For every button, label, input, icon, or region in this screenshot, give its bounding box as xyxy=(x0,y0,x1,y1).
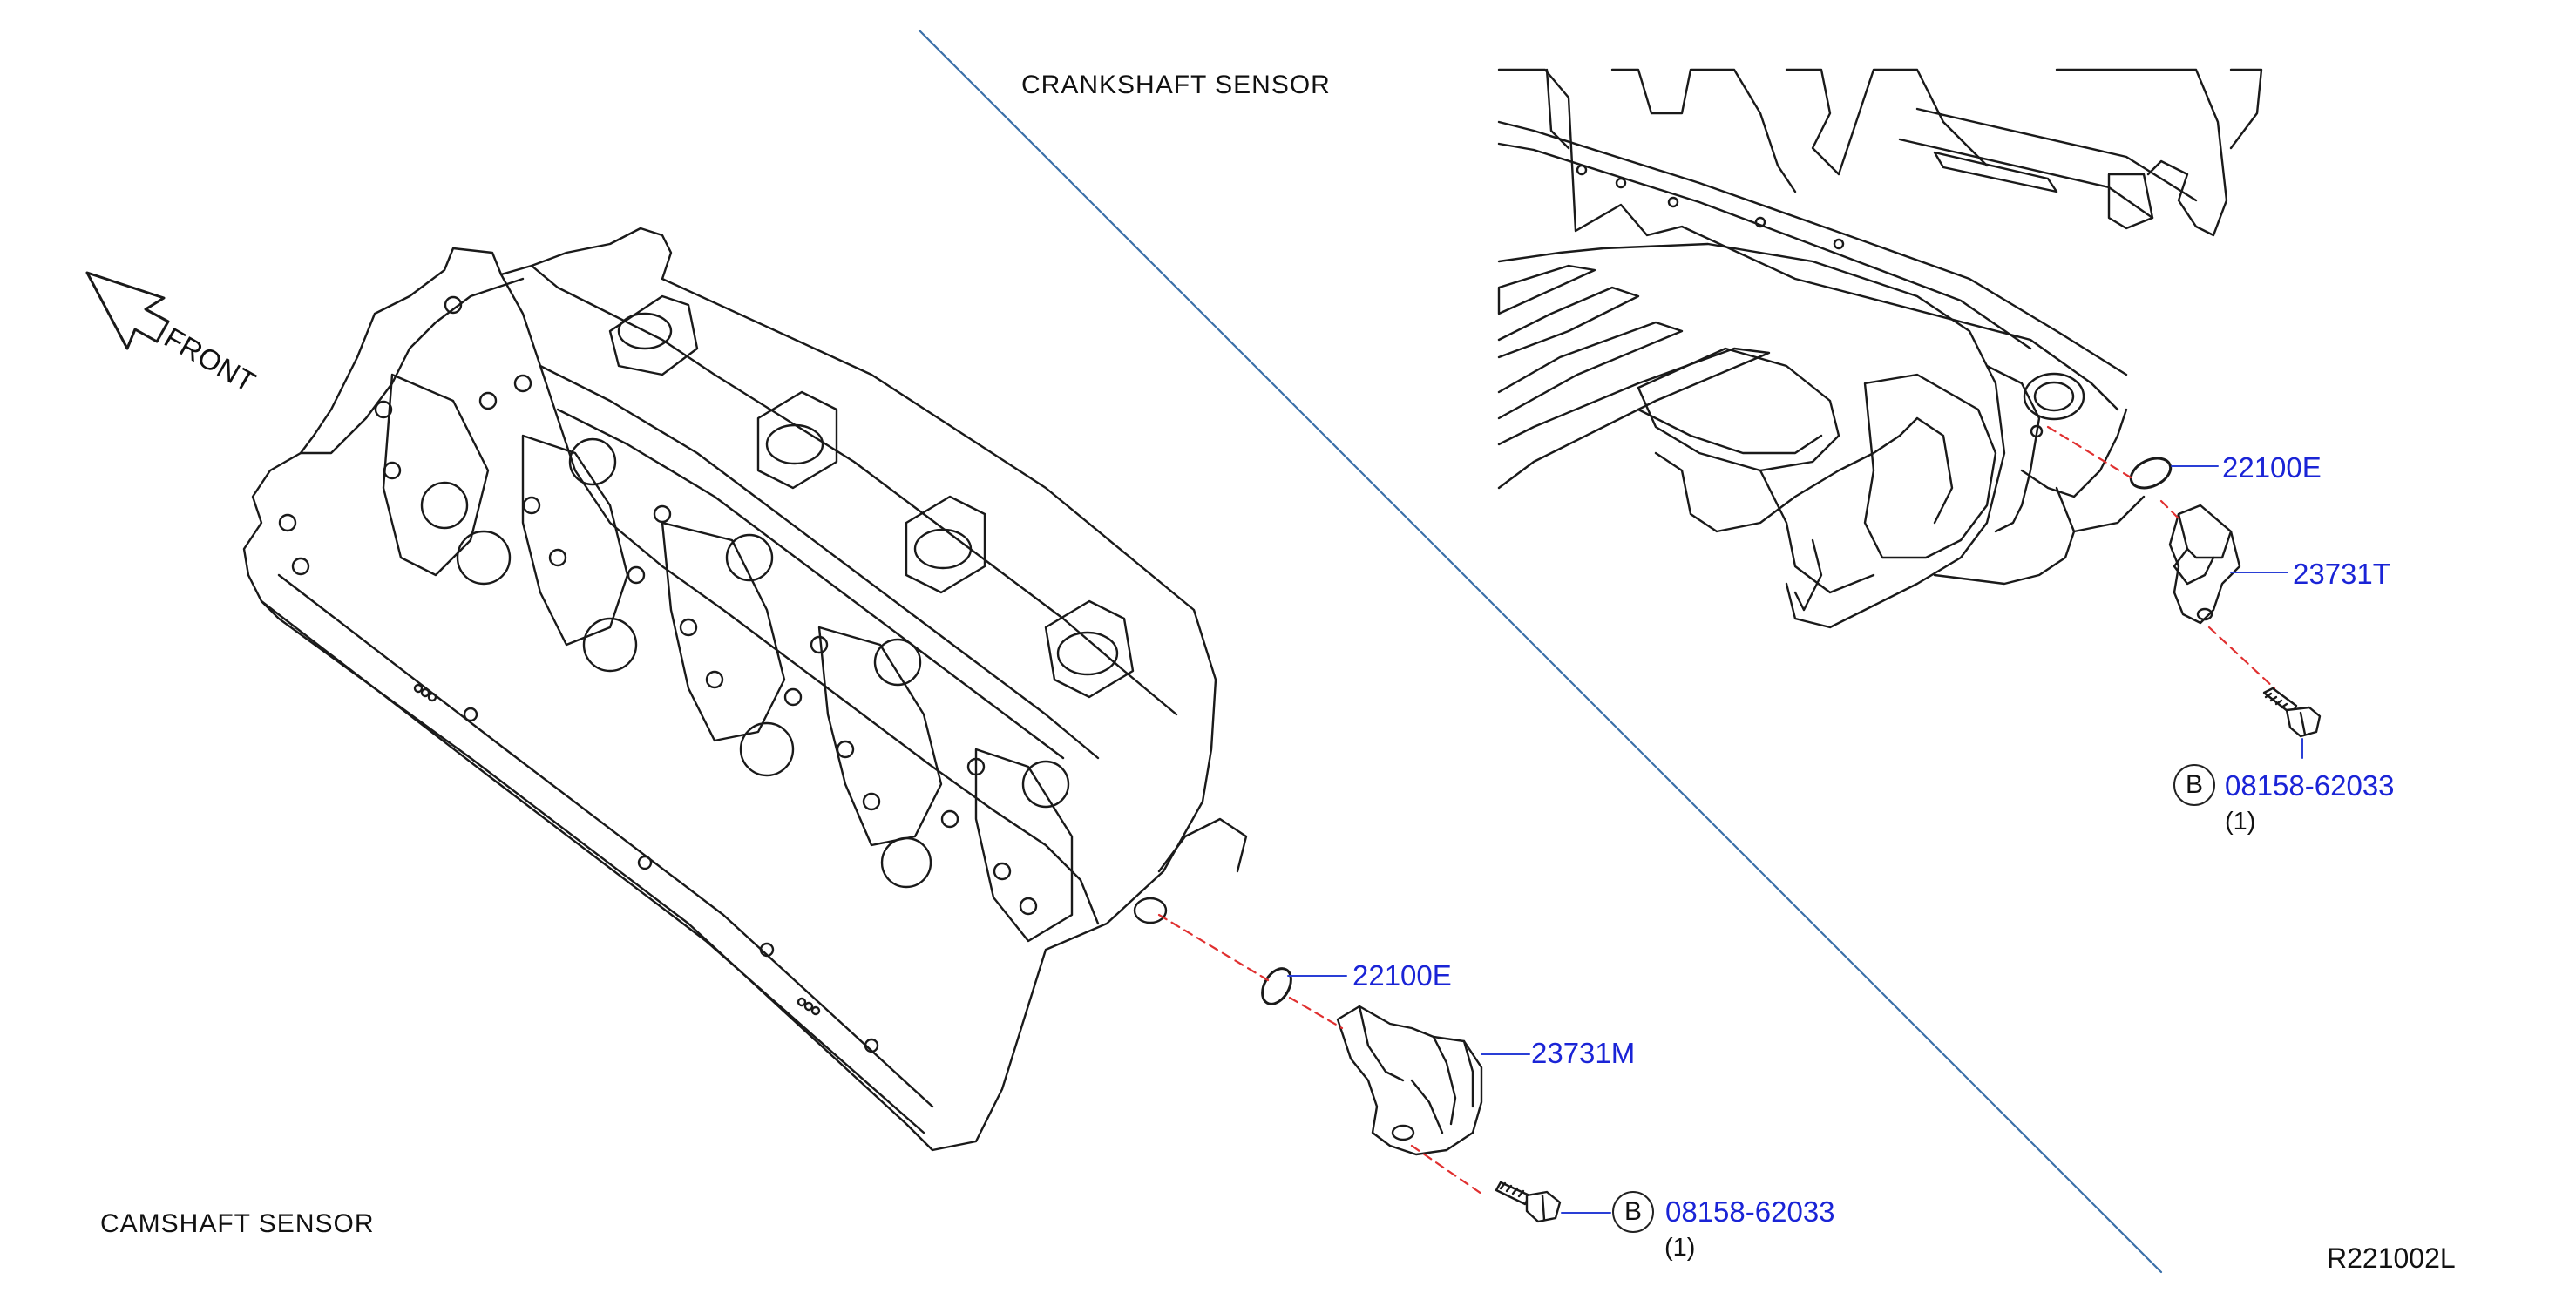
cam-bolt-qty: (1) xyxy=(1664,1234,1696,1262)
cam-sensor-part-link[interactable]: 23731M xyxy=(1531,1037,1636,1069)
crank-bolt-part-link[interactable]: 08158-62033 xyxy=(2225,769,2395,802)
camshaft-section-title: CAMSHAFT SENSOR xyxy=(100,1209,375,1238)
crank-oring-part-link[interactable]: 22100E xyxy=(2222,451,2322,484)
cam-oring-part-link[interactable]: 22100E xyxy=(1352,959,1452,992)
cam-bolt-callout-badge[interactable]: B xyxy=(1612,1191,1654,1233)
crank-bolt-qty: (1) xyxy=(2225,808,2256,836)
cylinder-head-drawing xyxy=(242,227,1248,1152)
crank-bolt-callout-badge[interactable]: B xyxy=(2173,764,2215,806)
crankshaft-section-title: CRANKSHAFT SENSOR xyxy=(1021,71,1331,99)
cam-sensor-icon[interactable] xyxy=(1336,1005,1483,1156)
crank-sensor-icon[interactable] xyxy=(2168,504,2241,625)
crank-bolt-icon[interactable] xyxy=(2262,687,2322,738)
section-divider xyxy=(918,29,2163,1274)
cam-bolt-part-link[interactable]: 08158-62033 xyxy=(1665,1195,1835,1228)
cam-oring-icon[interactable] xyxy=(1257,964,1297,1009)
engine-block-drawing xyxy=(1497,68,2263,629)
crank-sensor-part-link[interactable]: 23731T xyxy=(2293,558,2390,590)
front-arrow-icon xyxy=(85,271,170,350)
figure-reference: R221002L xyxy=(2327,1242,2456,1274)
cam-bolt-icon[interactable] xyxy=(1495,1181,1562,1223)
crank-oring-icon[interactable] xyxy=(2126,452,2175,493)
